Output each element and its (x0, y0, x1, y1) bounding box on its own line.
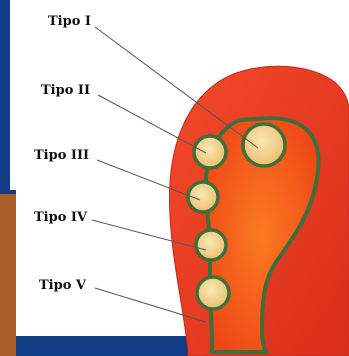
label-type-2: Tipo II (41, 83, 90, 99)
fibroid-nodule-type-5 (197, 277, 229, 309)
label-type-1: Tipo I (48, 14, 91, 30)
fibroid-nodule-type-1 (243, 124, 285, 166)
label-type-5: Tipo V (39, 278, 86, 294)
label-type-4: Tipo IV (34, 210, 87, 226)
fibroid-nodule-type-4 (196, 230, 226, 260)
label-type-3: Tipo III (34, 148, 89, 164)
wood-strip (0, 194, 16, 356)
background-frame-bottom (16, 336, 196, 356)
fibroid-nodule-type-2 (194, 136, 226, 168)
